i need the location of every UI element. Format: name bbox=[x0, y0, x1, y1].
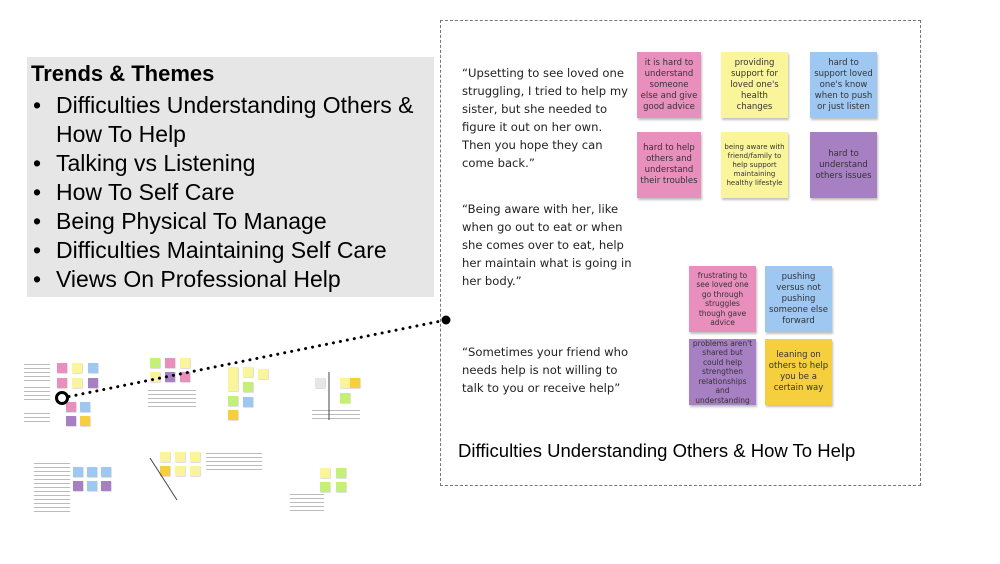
mini-sticky bbox=[101, 467, 111, 477]
sticky-note: problems aren't shared but could help st… bbox=[689, 339, 756, 405]
thumb-quote-lines bbox=[24, 387, 50, 403]
mini-sticky bbox=[80, 416, 90, 426]
mini-sticky bbox=[228, 410, 238, 420]
theme-list: Difficulties Understanding Others & How … bbox=[31, 91, 431, 294]
mini-sticky bbox=[180, 372, 190, 382]
theme-item: Views On Professional Help bbox=[31, 265, 431, 294]
sticky-note: it is hard to understand someone else an… bbox=[637, 52, 701, 118]
mini-sticky bbox=[165, 358, 175, 368]
mini-sticky bbox=[66, 416, 76, 426]
mini-sticky bbox=[315, 378, 325, 388]
theme-item: How To Self Care bbox=[31, 178, 431, 207]
mini-sticky bbox=[150, 358, 160, 368]
thumb-divider-line bbox=[149, 457, 178, 501]
trends-themes-panel: Trends & Themes Difficulties Understandi… bbox=[27, 57, 434, 297]
mini-sticky bbox=[160, 466, 170, 476]
cluster-caption: Difficulties Understanding Others & How … bbox=[458, 440, 856, 461]
mini-sticky bbox=[320, 482, 330, 492]
theme-item: Difficulties Maintaining Self Care bbox=[31, 236, 431, 265]
mini-sticky bbox=[101, 481, 111, 491]
mini-sticky bbox=[336, 468, 346, 478]
thumb-quote-lines bbox=[34, 463, 70, 513]
mini-sticky bbox=[88, 378, 98, 388]
mini-sticky bbox=[336, 482, 346, 492]
mini-sticky bbox=[243, 397, 253, 407]
theme-item: Talking vs Listening bbox=[31, 149, 431, 178]
mini-sticky bbox=[57, 378, 67, 388]
mini-sticky bbox=[243, 367, 253, 377]
thumb-quote-lines bbox=[24, 413, 50, 423]
mini-sticky bbox=[190, 452, 200, 462]
sticky-note: hard to understand others issues bbox=[810, 132, 877, 198]
mini-sticky bbox=[160, 452, 170, 462]
sticky-note: pushing versus not pushing someone else … bbox=[765, 266, 832, 332]
sticky-note: being aware with friend/family to help s… bbox=[721, 132, 788, 198]
mini-sticky bbox=[258, 369, 268, 379]
sticky-note: hard to support loved one's know when to… bbox=[810, 52, 877, 118]
thumb-quote-lines bbox=[148, 390, 196, 410]
mini-sticky bbox=[228, 367, 238, 391]
mini-sticky bbox=[320, 468, 330, 478]
mini-sticky bbox=[87, 481, 97, 491]
mini-sticky bbox=[87, 467, 97, 477]
sticky-note: hard to help others and understand their… bbox=[637, 132, 701, 198]
mini-sticky bbox=[73, 467, 83, 477]
interview-quote: “Being aware with her, like when go out … bbox=[462, 202, 632, 288]
dotted-connector-line bbox=[60, 318, 448, 400]
mini-sticky bbox=[190, 466, 200, 476]
mini-sticky bbox=[150, 372, 160, 382]
thumb-quote-lines bbox=[206, 453, 262, 471]
thumb-quote-lines bbox=[24, 364, 50, 384]
mini-sticky bbox=[66, 402, 76, 412]
mini-sticky bbox=[243, 382, 253, 392]
mini-sticky bbox=[175, 466, 185, 476]
connector-end-dot bbox=[441, 315, 451, 325]
mini-sticky bbox=[350, 378, 360, 388]
thumb-quote-lines bbox=[290, 494, 324, 514]
mini-sticky bbox=[228, 396, 238, 406]
mini-sticky bbox=[72, 363, 82, 373]
mini-sticky bbox=[180, 358, 190, 368]
mini-sticky bbox=[88, 363, 98, 373]
sticky-note: providing support for loved one's health… bbox=[721, 52, 788, 118]
theme-item: Being Physical To Manage bbox=[31, 207, 431, 236]
mini-sticky bbox=[80, 402, 90, 412]
trends-themes-title: Trends & Themes bbox=[31, 61, 215, 86]
mini-sticky bbox=[175, 452, 185, 462]
theme-item: Difficulties Understanding Others & How … bbox=[31, 91, 431, 149]
connector-origin-marker bbox=[55, 391, 69, 405]
sticky-note: leaning on others to help you be a certa… bbox=[765, 339, 832, 405]
interview-quote: “Upsetting to see loved one struggling, … bbox=[462, 66, 628, 170]
cluster-detail-frame bbox=[440, 20, 921, 486]
mini-sticky bbox=[72, 378, 82, 388]
thumb-quote-lines bbox=[312, 410, 360, 422]
mini-sticky bbox=[340, 378, 350, 388]
mini-sticky bbox=[340, 393, 350, 403]
interview-quote: “Sometimes your friend who needs help is… bbox=[462, 345, 629, 395]
sticky-note: frustrating to see loved one go through … bbox=[689, 266, 756, 332]
mini-sticky bbox=[73, 481, 83, 491]
mini-sticky bbox=[165, 372, 175, 382]
mini-sticky bbox=[57, 363, 67, 373]
